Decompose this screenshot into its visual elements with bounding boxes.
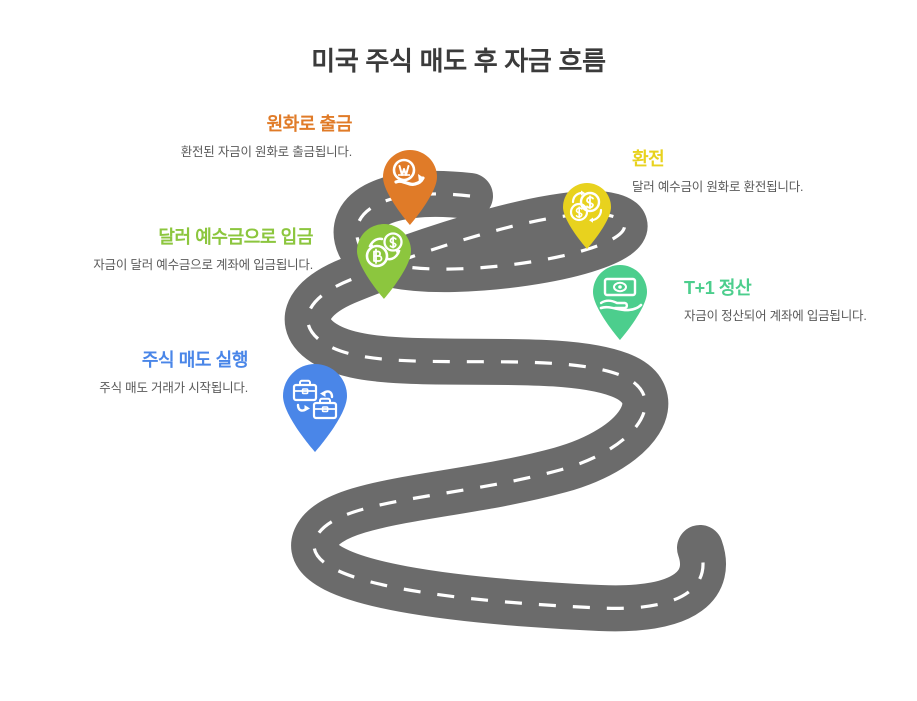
step-label-currency-exchange: 환전 달러 예수금이 원화로 환전됩니다. (632, 148, 857, 197)
map-pin-krw-withdrawal[interactable] (379, 148, 441, 226)
step-description-krw-withdrawal: 환전된 자금이 원화로 출금됩니다. (180, 144, 352, 159)
step-title-dollar-deposit: 달러 예수금으로 입금 (158, 227, 313, 247)
step-title-krw-withdrawal: 원화로 출금 (266, 114, 353, 134)
coin-exchange-icon (357, 224, 411, 299)
map-pin-currency-exchange[interactable] (560, 182, 614, 250)
step-label-sell-execution: 주식 매도 실행 주식 매도 거래가 시작됩니다. (20, 349, 248, 398)
step-description-dollar-deposit: 자금이 달러 예수금으로 계좌에 입금됩니다. (93, 257, 313, 272)
page-title: 미국 주식 매도 후 자금 흐름 (311, 46, 606, 76)
briefcase-exchange-icon (283, 364, 347, 452)
step-title-sell-execution: 주식 매도 실행 (141, 350, 249, 370)
step-title-t-plus-1-settlement: T+1 정산 (684, 278, 752, 298)
step-title-currency-exchange: 환전 (632, 149, 665, 169)
step-description-t-plus-1-settlement: 자금이 정산되어 계좌에 입금됩니다. (684, 308, 867, 323)
step-label-dollar-deposit: 달러 예수금으로 입금 자금이 달러 예수금으로 계좌에 입금됩니다. (85, 226, 313, 275)
won-coin-hand-icon (383, 150, 437, 225)
step-description-currency-exchange: 달러 예수금이 원화로 환전됩니다. (632, 179, 804, 194)
step-label-krw-withdrawal: 원화로 출금 환전된 자금이 원화로 출금됩니다. (122, 113, 353, 162)
step-label-t-plus-1-settlement: T+1 정산 자금이 정산되어 계좌에 입금됩니다. (684, 277, 879, 326)
dollar-coins-stack-icon (563, 183, 611, 249)
step-description-sell-execution: 주식 매도 거래가 시작됩니다. (99, 380, 248, 395)
map-pin-t-plus-1-settlement[interactable] (589, 263, 651, 341)
hand-holding-banknote-icon (593, 265, 647, 340)
map-pin-sell-execution[interactable] (279, 363, 351, 453)
map-pin-dollar-deposit[interactable] (353, 222, 415, 300)
